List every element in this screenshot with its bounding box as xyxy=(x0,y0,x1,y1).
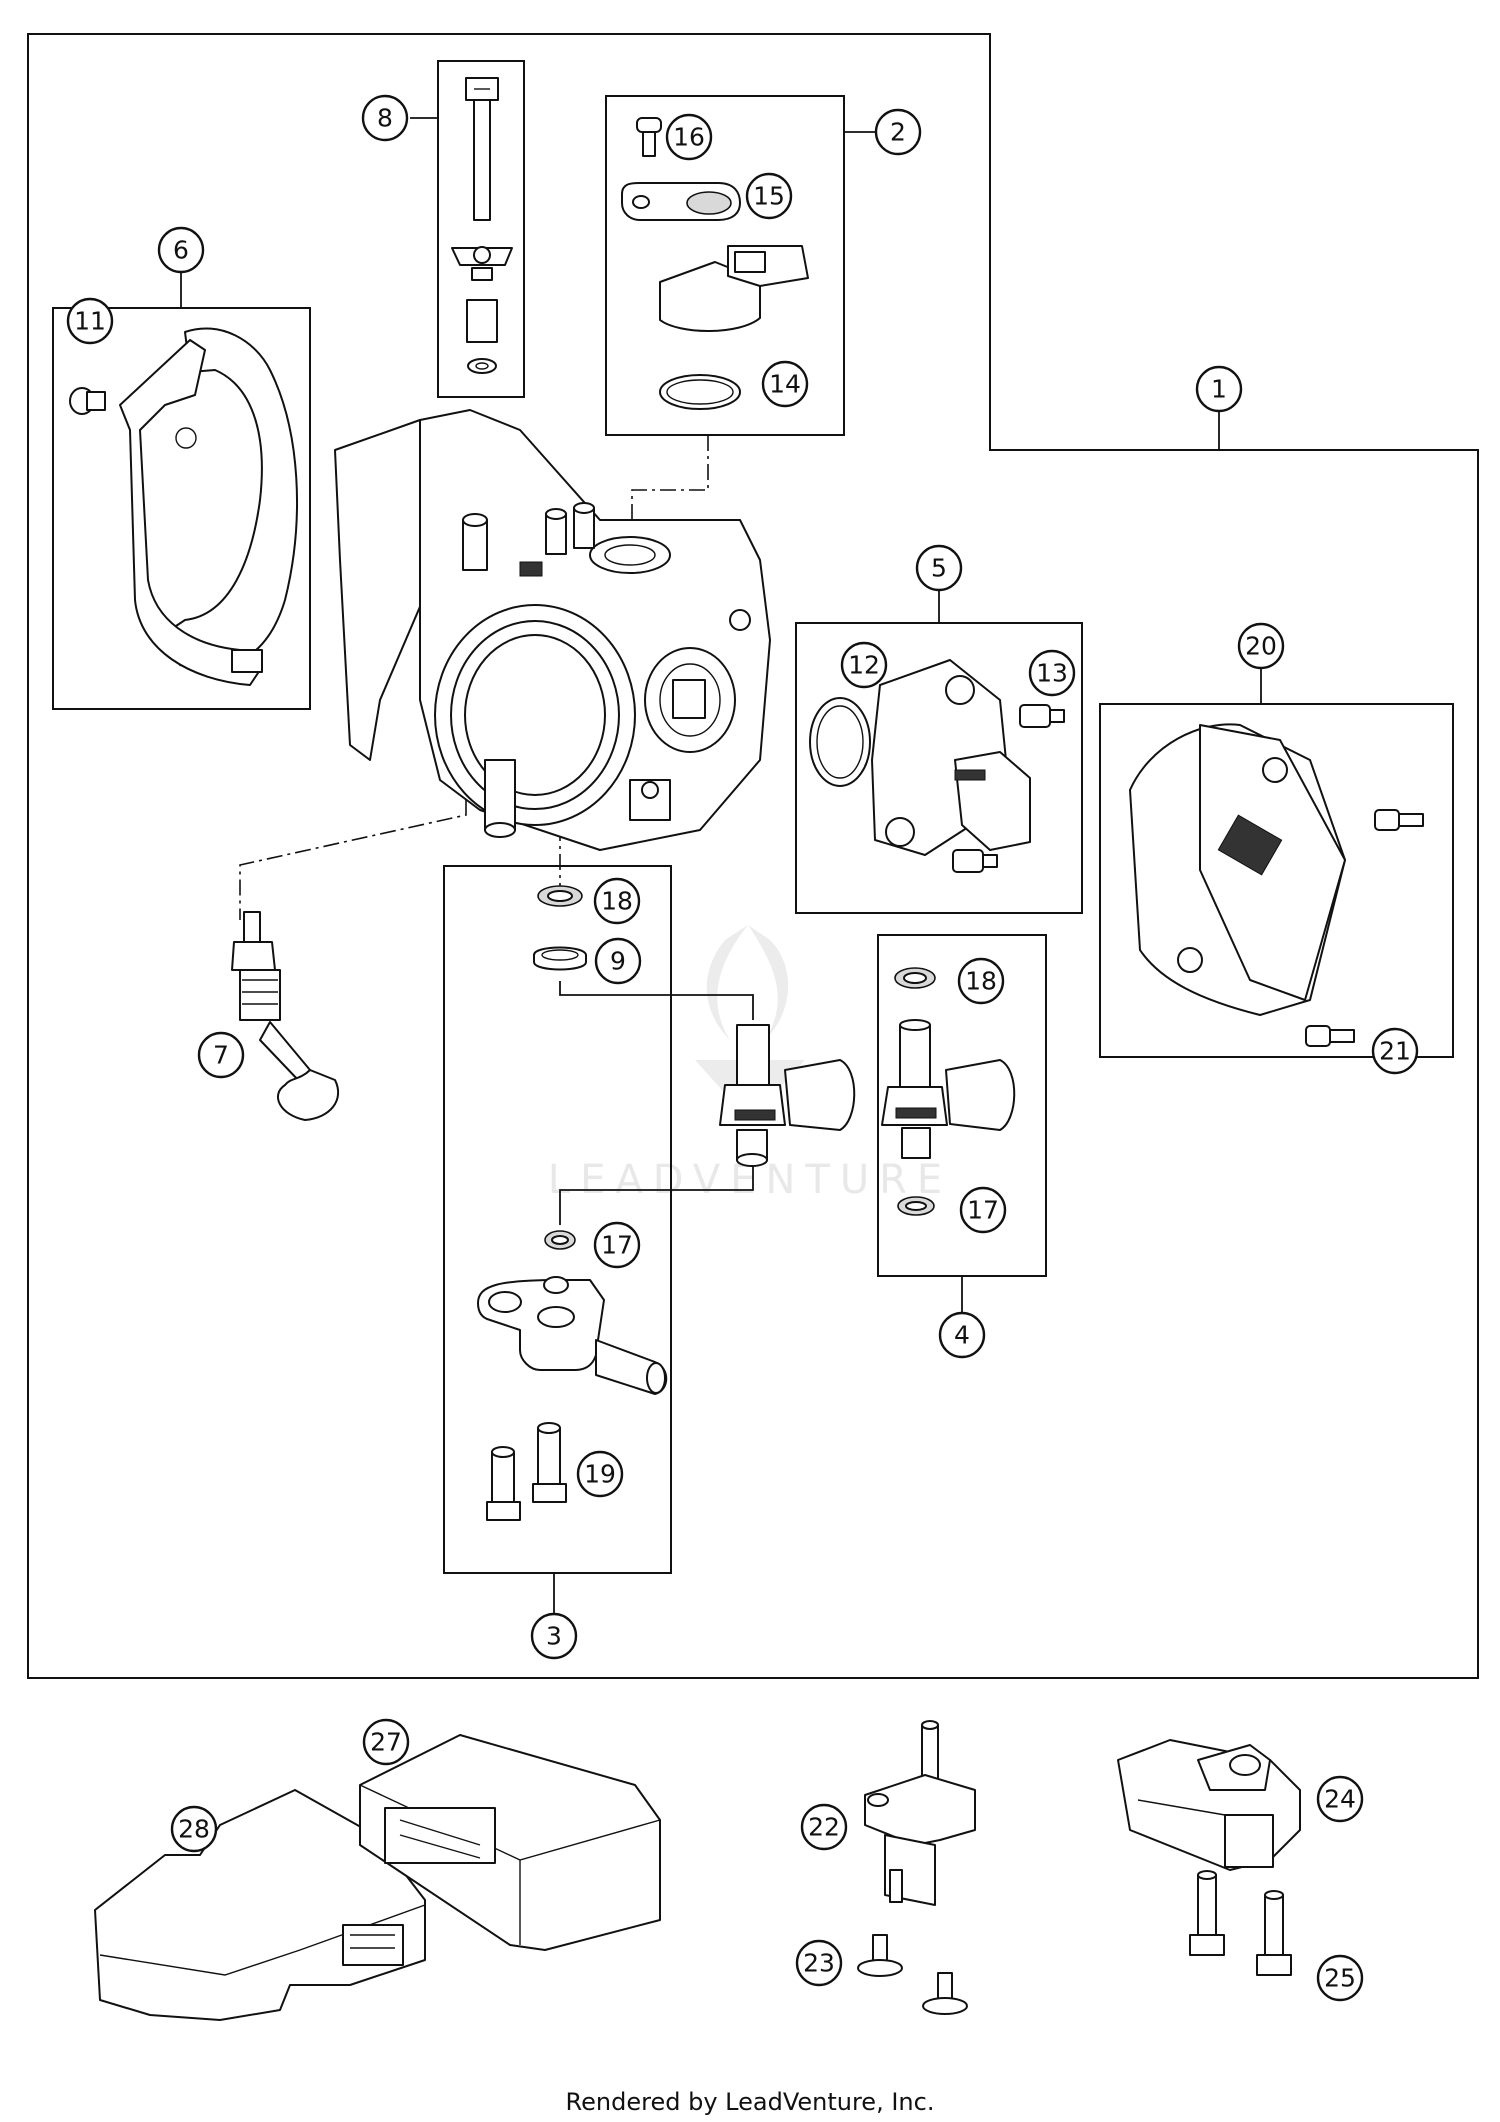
leader-lines xyxy=(180,117,1262,1614)
part-7-sensor xyxy=(231,911,340,1121)
footer-credit: Rendered by LeadVenture, Inc. xyxy=(565,2088,935,2116)
callout-label: 3 xyxy=(546,1622,562,1651)
callout-label: 23 xyxy=(803,1949,835,1978)
callout-label: 1 xyxy=(1211,375,1227,404)
part-6-bracket xyxy=(69,327,298,686)
callout-label: 7 xyxy=(213,1041,229,1070)
callout-label: 18 xyxy=(965,967,997,996)
callout-18-b: 18 xyxy=(957,957,1005,1005)
callout-label: 13 xyxy=(1036,659,1068,688)
callout-label: 11 xyxy=(74,307,106,336)
part-28-control-unit xyxy=(94,1789,426,2021)
part-25-screws xyxy=(1189,1870,1292,1976)
part-4-injector xyxy=(881,967,1016,1216)
callout-label: 4 xyxy=(954,1321,970,1350)
injector-exploded xyxy=(719,1024,856,1167)
callout-label: 24 xyxy=(1324,1785,1356,1814)
callout-13: 13 xyxy=(1028,649,1076,697)
part-1-throttle-body xyxy=(334,409,771,851)
callout-label: 22 xyxy=(808,1813,840,1842)
part-8-adjust-screw xyxy=(451,77,513,374)
part-23-screws xyxy=(857,1934,968,2015)
callout-label: 28 xyxy=(178,1815,210,1844)
callout-20: 20 xyxy=(1237,622,1285,670)
callout-17-b: 17 xyxy=(959,1186,1007,1234)
frame-group-20 xyxy=(1099,703,1454,1058)
callout-19: 19 xyxy=(576,1450,624,1498)
callout-6: 6 xyxy=(157,226,205,274)
callout-label: 9 xyxy=(610,947,626,976)
callout-label: 8 xyxy=(377,104,393,133)
callout-label: 16 xyxy=(673,123,705,152)
part-2-sensor-kit xyxy=(621,117,809,410)
callout-22: 22 xyxy=(800,1803,848,1851)
callout-1: 1 xyxy=(1195,365,1243,413)
callout-label: 15 xyxy=(753,182,785,211)
callout-25: 25 xyxy=(1316,1954,1364,2002)
callout-17-a: 17 xyxy=(593,1221,641,1269)
callout-9: 9 xyxy=(594,937,642,985)
callout-27: 27 xyxy=(362,1718,410,1766)
callout-label: 20 xyxy=(1245,632,1277,661)
callout-label: 14 xyxy=(769,370,801,399)
callout-label: 6 xyxy=(173,236,189,265)
callout-16: 16 xyxy=(665,113,713,161)
part-5-tps-sensor xyxy=(809,659,1065,873)
callout-18-a: 18 xyxy=(593,877,641,925)
callout-24: 24 xyxy=(1316,1775,1364,1823)
part-24-sensor xyxy=(1117,1739,1301,1871)
frame-assembly-1 xyxy=(27,33,1479,1679)
callout-11: 11 xyxy=(66,297,114,345)
callout-label: 17 xyxy=(967,1196,999,1225)
callout-2: 2 xyxy=(874,108,922,156)
callout-5: 5 xyxy=(915,544,963,592)
callout-label: 2 xyxy=(890,118,906,147)
watermark: LEADVENTURE xyxy=(548,925,942,1203)
callout-21: 21 xyxy=(1371,1027,1419,1075)
callout-label: 18 xyxy=(601,887,633,916)
callout-label: 27 xyxy=(370,1728,402,1757)
callout-label: 19 xyxy=(584,1460,616,1489)
callout-7: 7 xyxy=(197,1031,245,1079)
callout-4: 4 xyxy=(938,1311,986,1359)
frame-group-2 xyxy=(605,95,845,436)
part-27-control-unit xyxy=(359,1734,661,1951)
callout-label: 12 xyxy=(848,651,880,680)
callout-23: 23 xyxy=(795,1939,843,1987)
callout-15: 15 xyxy=(745,172,793,220)
callout-label: 5 xyxy=(931,554,947,583)
callout-8: 8 xyxy=(361,94,409,142)
callout-label: 17 xyxy=(601,1231,633,1260)
part-22-sensor xyxy=(864,1720,976,1906)
callout-28: 28 xyxy=(170,1805,218,1853)
frame-group-3 xyxy=(443,865,672,1574)
part-20-sensor-cover xyxy=(1129,723,1424,1047)
frame-group-8 xyxy=(437,60,525,398)
callout-label: 25 xyxy=(1324,1964,1356,1993)
callout-3: 3 xyxy=(530,1612,578,1660)
part-3-injector-holder xyxy=(477,885,668,1521)
callout-14: 14 xyxy=(761,360,809,408)
assembly-frames xyxy=(27,33,1479,1679)
callout-12: 12 xyxy=(840,641,888,689)
callout-label: 21 xyxy=(1379,1037,1411,1066)
